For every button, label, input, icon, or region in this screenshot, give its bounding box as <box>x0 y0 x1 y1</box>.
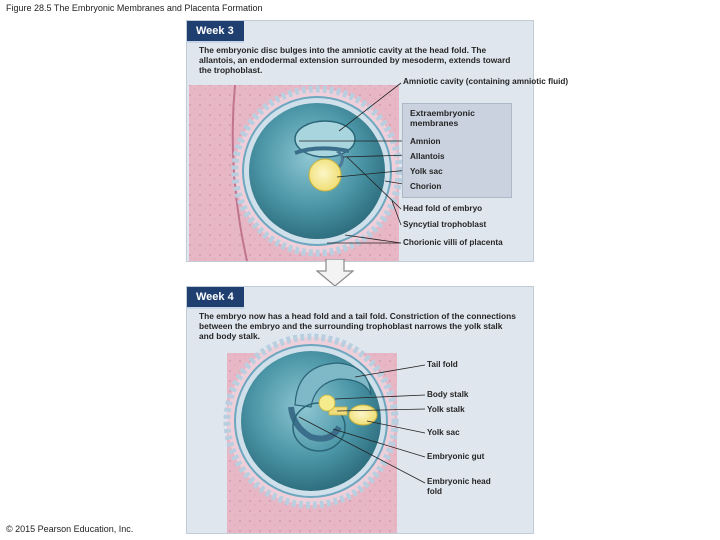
week3-tab: Week 3 <box>187 21 244 43</box>
week4-tab: Week 4 <box>187 287 244 309</box>
week3-illustration <box>189 82 410 262</box>
yolk-sac <box>308 158 342 192</box>
extraembryonic-membranes-box: Extraembryonic membranes Amnion Allantoi… <box>402 103 512 198</box>
week3-description: The embryonic disc bulges into the amnio… <box>199 45 511 76</box>
label-head-fold: Head fold of embryo <box>403 204 483 213</box>
figure-title: Figure 28.5 The Embryonic Membranes and … <box>6 3 263 13</box>
label-syncytial-trophoblast: Syncytial trophoblast <box>403 220 487 229</box>
week4-panel: Week 4 The embryo now has a head fold an… <box>186 286 534 534</box>
extraembryonic-title: Extraembryonic membranes <box>410 108 475 128</box>
amnion <box>294 362 372 408</box>
label-allantois: Allantois <box>410 152 445 161</box>
allantois <box>336 149 344 168</box>
embryo <box>288 406 342 442</box>
week4-description: The embryo now has a head fold and a tai… <box>199 311 516 342</box>
week4-leader-lines <box>298 364 426 484</box>
body-stalk-region <box>318 394 336 412</box>
label-body-stalk: Body stalk <box>427 390 469 399</box>
label-amniotic-cavity: Amniotic cavity (containing amniotic flu… <box>403 77 569 86</box>
label-chorion: Chorion <box>410 182 442 191</box>
uterine-wall-edge <box>231 84 248 262</box>
label-yolk-stalk: Yolk stalk <box>427 405 465 414</box>
label-amnion: Amnion <box>410 137 441 146</box>
week3-panel: Week 3 The embryonic disc bulges into th… <box>186 20 568 262</box>
label-yolk-sac: Yolk sac <box>410 167 443 176</box>
label-yolk-sac: Yolk sac <box>427 428 460 437</box>
label-embryonic-head-fold: Embryonic head fold <box>427 477 491 496</box>
label-chorionic-villi: Chorionic villi of placenta <box>403 238 503 247</box>
down-arrow-icon <box>316 259 354 287</box>
chorionic-cavity <box>241 351 381 491</box>
label-embryonic-gut: Embryonic gut <box>427 452 485 461</box>
week4-illustration <box>223 333 426 533</box>
copyright: © 2015 Pearson Education, Inc. <box>6 524 134 534</box>
label-tail-fold: Tail fold <box>427 360 458 369</box>
embryonic-disc <box>294 146 350 155</box>
